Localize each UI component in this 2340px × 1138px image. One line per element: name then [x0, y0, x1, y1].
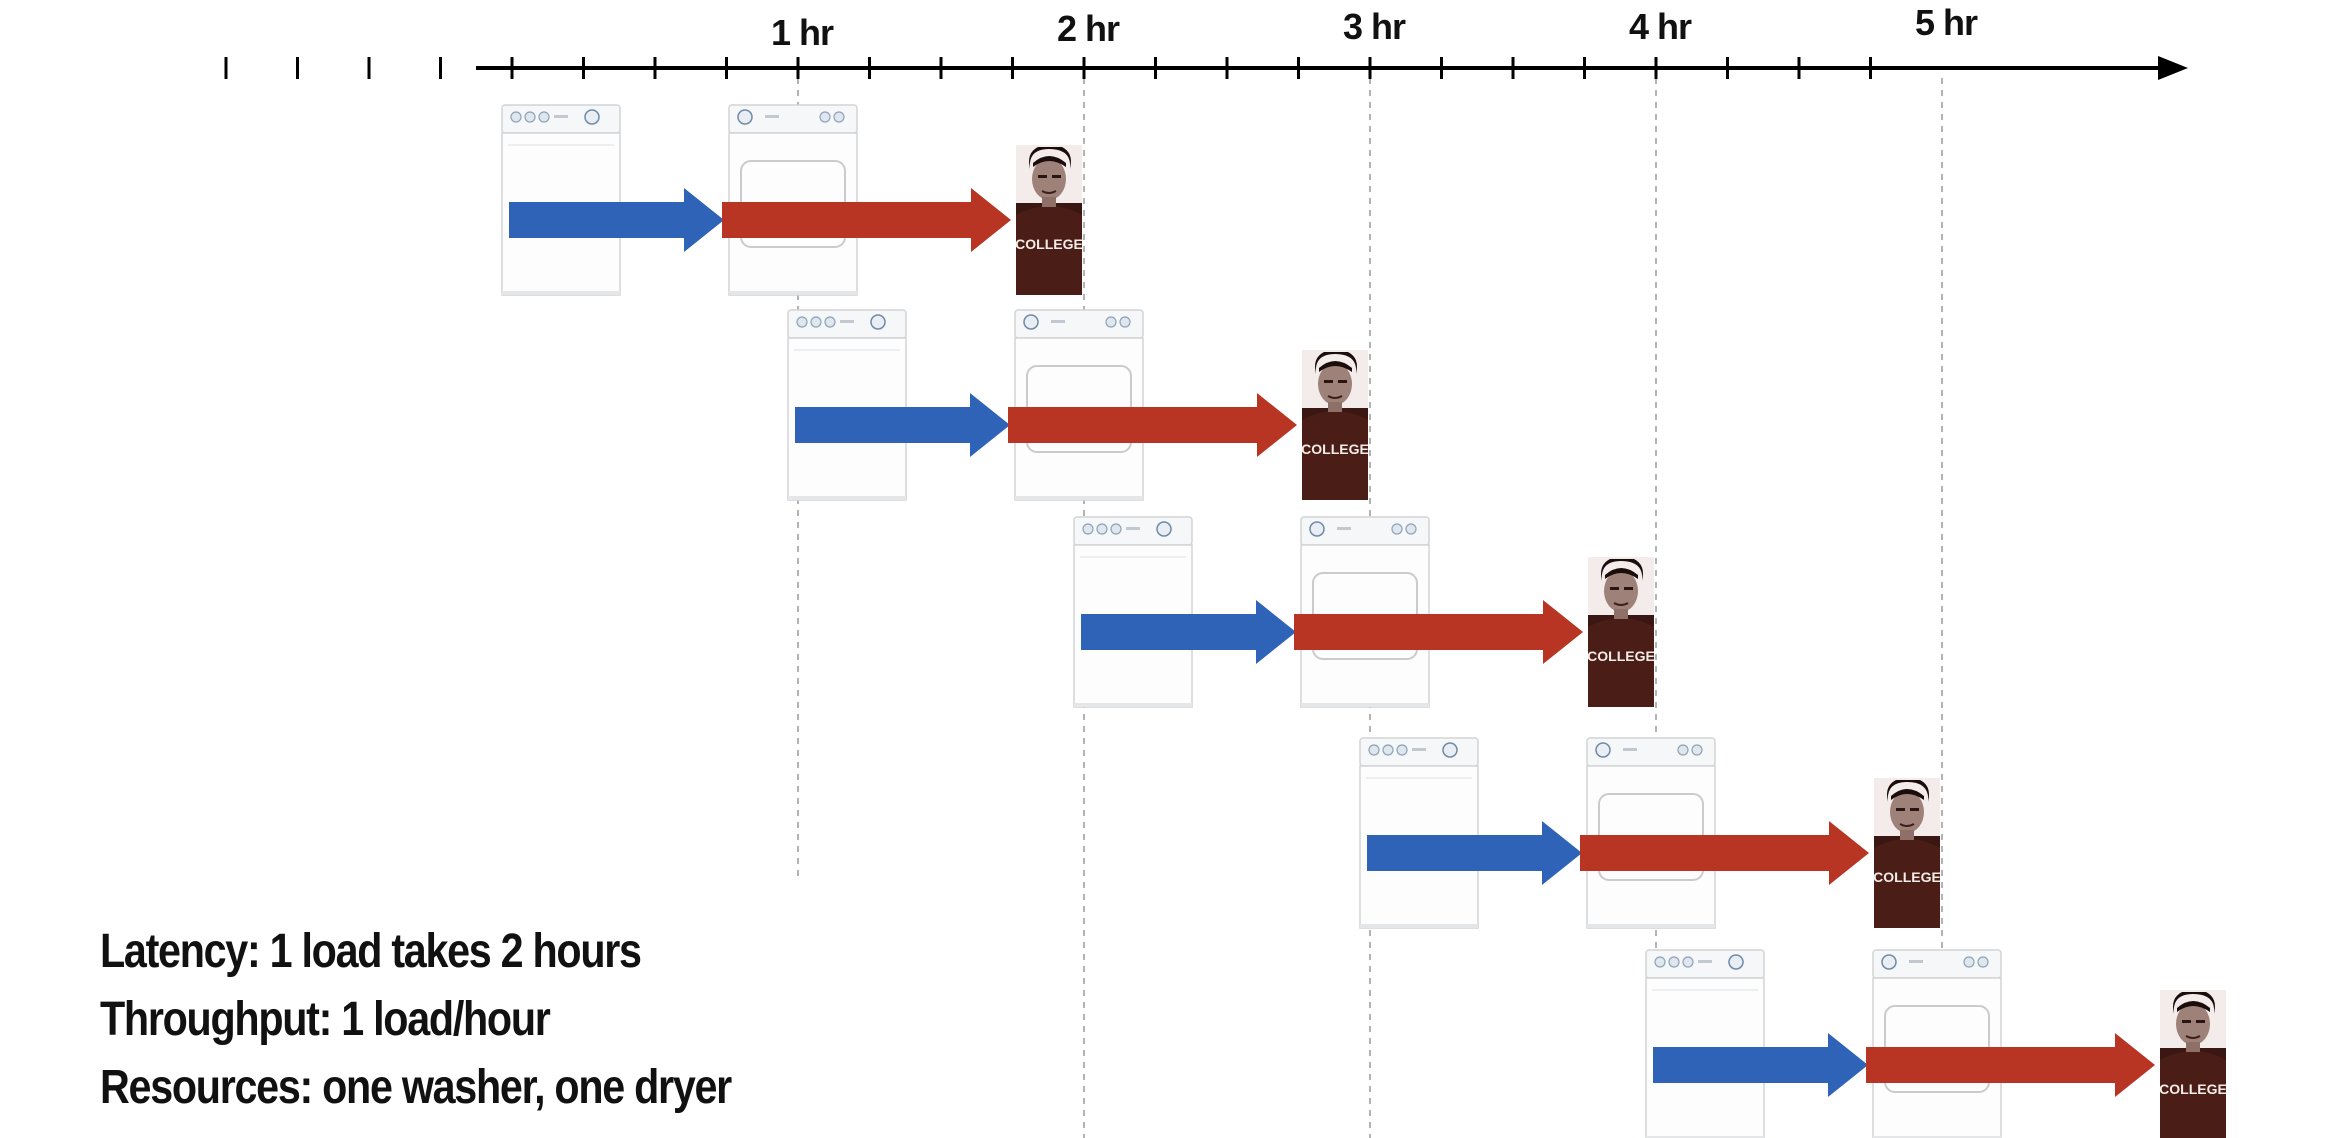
load-row-5 — [1645, 949, 2228, 1138]
tick-label-hour-1: 1 hr — [770, 12, 834, 53]
washing-machine-icon — [1073, 516, 1193, 708]
clothes-dryer-icon — [728, 104, 858, 296]
college-person-photo — [1300, 349, 1370, 501]
college-person-photo — [1586, 556, 1656, 708]
dry-arrow — [1008, 393, 1297, 457]
washing-machine-icon — [1645, 949, 1765, 1138]
tick-label-hour-2: 2 hr — [1056, 8, 1120, 49]
resources-text: Resources: one washer, one dryer — [100, 1061, 732, 1114]
college-person-photo — [2158, 989, 2228, 1138]
axis-arrowhead — [2158, 56, 2188, 80]
wash-arrow — [1367, 821, 1582, 885]
clothes-dryer-icon — [1586, 737, 1716, 929]
latency-text: Latency: 1 load takes 2 hours — [100, 925, 642, 978]
wash-arrow — [1653, 1033, 1868, 1097]
laundry-loads — [501, 104, 2228, 1138]
college-person-photo — [1014, 144, 1084, 296]
load-row-3 — [1073, 516, 1656, 708]
washing-machine-icon — [501, 104, 621, 296]
wash-arrow — [795, 393, 1010, 457]
dry-arrow — [1866, 1033, 2155, 1097]
wash-arrow — [509, 188, 724, 252]
load-row-1 — [501, 104, 1084, 296]
time-axis — [224, 56, 2188, 80]
throughput-text: Throughput: 1 load/hour — [100, 993, 551, 1046]
load-row-4 — [1359, 737, 1942, 929]
tick-label-hour-4: 4 hr — [1628, 6, 1692, 47]
dry-arrow — [1580, 821, 1869, 885]
clothes-dryer-icon — [1300, 516, 1430, 708]
stats-block: Latency: 1 load takes 2 hours Throughput… — [100, 918, 732, 1122]
tick-label-hour-3: 3 hr — [1342, 6, 1406, 47]
clothes-dryer-icon — [1872, 949, 2002, 1138]
load-row-2 — [787, 309, 1370, 501]
dry-arrow — [722, 188, 1011, 252]
college-person-photo — [1872, 777, 1942, 929]
dry-arrow — [1294, 600, 1583, 664]
tick-label-hour-5: 5 hr — [1914, 2, 1978, 43]
washing-machine-icon — [1359, 737, 1479, 929]
clothes-dryer-icon — [1014, 309, 1144, 501]
wash-arrow — [1081, 600, 1296, 664]
washing-machine-icon — [787, 309, 907, 501]
